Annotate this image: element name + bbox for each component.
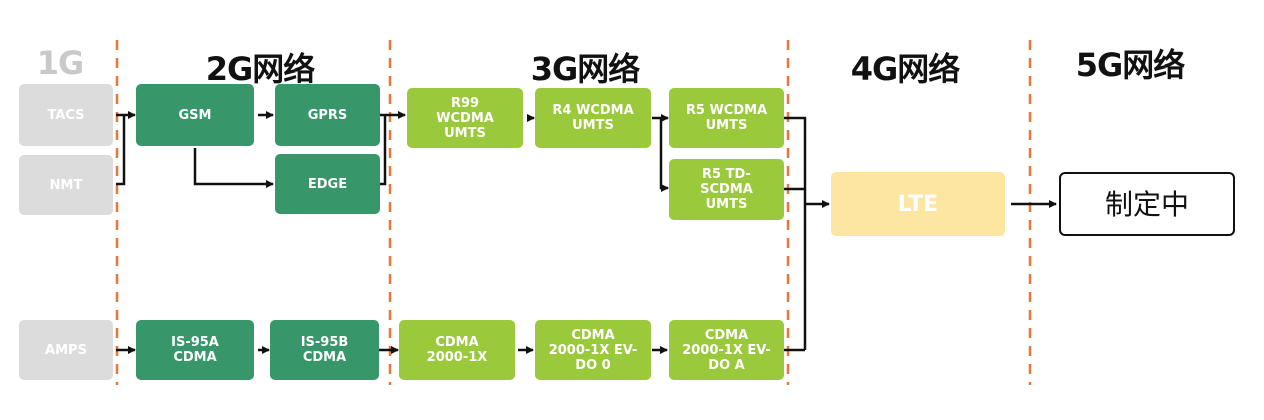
edge-gsm-edge bbox=[193, 148, 274, 188]
node-r99: R99 WCDMA UMTS bbox=[407, 88, 523, 148]
node-r5-tdscdma: R5 TD- SCDMA UMTS bbox=[669, 159, 784, 220]
node-r5-wcdma: R5 WCDMA UMTS bbox=[669, 88, 784, 148]
edge-r5w-lte bbox=[783, 116, 807, 350]
node-cdma2000-1x: CDMA 2000-1X bbox=[399, 320, 515, 380]
node-r4: R4 WCDMA UMTS bbox=[535, 88, 651, 148]
node-amps: AMPS bbox=[19, 320, 113, 380]
edge-nmt-gsm bbox=[116, 115, 126, 186]
node-evdo-0: CDMA 2000-1X EV- DO 0 bbox=[535, 320, 651, 380]
header-1g: 1G bbox=[36, 44, 85, 82]
node-lte: LTE bbox=[831, 172, 1005, 236]
node-gprs: GPRS bbox=[275, 84, 380, 146]
header-2g: 2G网络 bbox=[205, 50, 316, 88]
node-evdo-a: CDMA 2000-1X EV- DO A bbox=[669, 320, 784, 380]
node-5g-pending: 制定中 bbox=[1059, 172, 1235, 236]
node-gsm: GSM bbox=[136, 84, 254, 146]
node-nmt: NMT bbox=[19, 155, 113, 215]
header-3g: 3G网络 bbox=[530, 50, 641, 88]
header-4g: 4G网络 bbox=[850, 50, 961, 88]
header-5g: 5G网络 bbox=[1075, 46, 1186, 84]
node-edge: EDGE bbox=[275, 154, 380, 214]
node-is95a: IS-95A CDMA bbox=[136, 320, 254, 380]
edge-r4-r5td bbox=[659, 118, 669, 192]
node-is95b: IS-95B CDMA bbox=[270, 320, 379, 380]
edge-edge-r99 bbox=[380, 115, 387, 186]
node-tacs: TACS bbox=[19, 84, 113, 146]
